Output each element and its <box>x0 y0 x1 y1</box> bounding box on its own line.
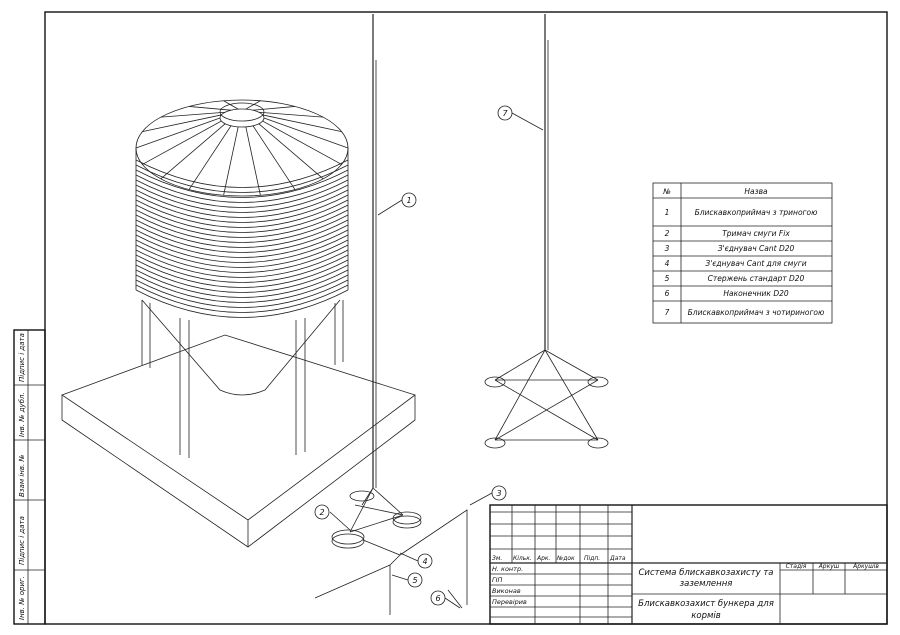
callout-label: 6 <box>435 594 440 603</box>
side-stamp-label: Підпис і дата <box>18 333 26 382</box>
stage-header: Стадія <box>786 563 807 570</box>
table-header-name: Назва <box>744 187 768 196</box>
table-cell-name: Тримач смуги Fix <box>722 229 790 238</box>
callout-label: 1 <box>406 196 411 205</box>
callout-label: 4 <box>422 557 427 566</box>
role-label: ГІП <box>492 576 503 584</box>
callout-label: 7 <box>502 109 508 118</box>
side-stamp-label: Підпис і дата <box>18 516 26 565</box>
sheet-header: Аркуш <box>818 563 840 570</box>
drawing-title-2: кормів <box>691 611 721 621</box>
parts-table: № Назва 1 Блискавкоприймач з триногою 2 Три… <box>652 182 833 324</box>
callouts <box>314 105 544 609</box>
lightning-rod-tripod <box>331 14 422 549</box>
grounding-conductor <box>314 509 468 615</box>
table-cell-number: 1 <box>665 208 670 217</box>
table-cell-number: 3 <box>665 244 670 253</box>
table-cell-name: З'єднувач Cant для смуги <box>705 259 806 268</box>
lightning-rod-quadpod <box>484 14 609 449</box>
system-title: Система блискавкозахисту та <box>639 568 774 578</box>
side-stamp-label: Інв. № ориг. <box>18 576 26 620</box>
table-cell-number: 7 <box>665 308 670 317</box>
sheets-header: Аркушів <box>852 563 879 570</box>
table-cell-name: Блискавкоприймач з чотириногою <box>688 308 825 317</box>
table-cell-number: 6 <box>665 289 670 298</box>
table-header-number: № <box>662 187 671 196</box>
rev-header: Дата <box>609 555 626 562</box>
silo-drawing <box>61 99 416 548</box>
table-cell-name: Наконечник D20 <box>723 289 789 298</box>
side-stamp: Підпис і дата Інв. № дубл. Взам інв. № П… <box>13 329 46 625</box>
role-label: Перевірив <box>492 598 527 606</box>
drawing-title: Блискавкозахист бункера для <box>638 599 774 609</box>
sheet-frame <box>44 11 888 625</box>
title-block <box>489 504 888 625</box>
side-stamp-label: Взам інв. № <box>18 454 26 497</box>
rev-header: №док <box>556 555 575 562</box>
rev-header: Арк. <box>536 555 551 562</box>
table-cell-number: 2 <box>665 229 670 238</box>
callout-label: 2 <box>319 508 324 517</box>
table-cell-name: Блискавкоприймач з триногою <box>695 208 818 217</box>
table-cell-name: З'єднувач Cant D20 <box>718 244 795 253</box>
rev-header: Підп. <box>584 555 600 562</box>
system-title-2: заземлення <box>680 579 733 589</box>
table-cell-name: Стержень стандарт D20 <box>708 274 805 283</box>
rev-header: Кільк. <box>513 555 532 562</box>
role-label: Виконав <box>492 587 521 595</box>
callout-label: 3 <box>496 489 501 498</box>
table-cell-number: 5 <box>665 274 670 283</box>
role-label: Н. контр. <box>492 565 523 573</box>
table-cell-number: 4 <box>665 259 670 268</box>
rev-header: Зм. <box>492 555 502 562</box>
callout-label: 5 <box>412 576 417 585</box>
side-stamp-label: Інв. № дубл. <box>18 392 26 437</box>
